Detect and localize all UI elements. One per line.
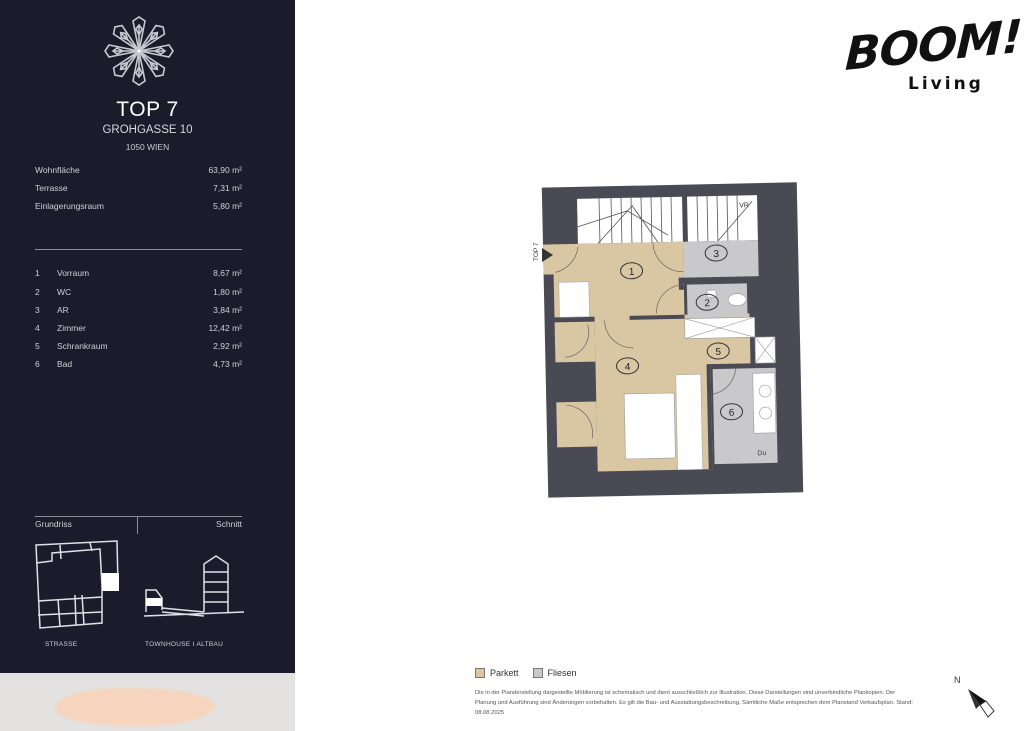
room-label: AR <box>57 305 69 315</box>
room-marker-2: 2 <box>704 298 710 309</box>
city: 1050 WIEN <box>125 142 170 152</box>
room-area: 3,84 m² <box>213 305 242 315</box>
room-area: 1,80 m² <box>213 287 242 297</box>
room-row: 2 WC 1,80 m² <box>35 287 242 301</box>
room-label: Vorraum <box>57 268 90 278</box>
site-plan-caption: STRASSE <box>45 641 78 648</box>
unit-title: TOP 7 <box>116 98 179 121</box>
room-marker-1: 1 <box>629 267 635 278</box>
boom-living-logo: BOOM! Living <box>840 9 1023 104</box>
room-row: 1 Vorraum 8,67 m² <box>35 268 242 282</box>
room-number: 6 <box>35 359 40 369</box>
legend-label: Parkett <box>490 668 519 678</box>
schnitt-heading: Schnitt <box>216 519 242 529</box>
section-caption: TOWNHOUSE I ALTBAU <box>145 641 224 648</box>
north-arrow: N <box>950 675 1000 725</box>
room-area: 2,92 m² <box>213 341 242 351</box>
area-value: 63,90 m² <box>208 165 242 175</box>
legend-item-parkett: Parkett <box>475 668 519 678</box>
room-area: 12,42 m² <box>208 323 242 333</box>
geometric-star-emblem-icon <box>104 16 174 86</box>
area-label: Wohnfläche <box>35 165 80 175</box>
room-marker-4: 4 <box>625 362 631 373</box>
area-row-terrasse: Terrasse 7,31 m² <box>35 183 242 197</box>
room-marker-5: 5 <box>715 347 721 358</box>
section-diagram <box>143 555 245 617</box>
room-number: 2 <box>35 287 40 297</box>
svg-text:VR: VR <box>739 202 749 209</box>
room-label: Zimmer <box>57 323 86 333</box>
room-number: 3 <box>35 305 40 315</box>
room-label: WC <box>57 287 72 297</box>
grundriss-heading: Grundriss <box>35 519 72 529</box>
site-plan-diagram <box>35 540 119 629</box>
floor-legend: Parkett Fliesen <box>475 668 577 678</box>
street-address: GROHGASSE 10 <box>102 124 193 136</box>
area-row-einlagerungsraum: Einlagerungsraum 5,80 m² <box>35 201 242 215</box>
room-number: 4 <box>35 323 40 333</box>
room-row: 6 Bad 4,73 m² <box>35 359 242 373</box>
floor-plan: VR <box>533 182 804 498</box>
north-label: N <box>954 675 961 685</box>
bed <box>623 392 676 460</box>
unit-info-panel: TOP 7 GROHGASSE 10 1050 WIEN Wohnfläche … <box>0 0 295 673</box>
room-label: Schrankraum <box>57 341 108 351</box>
area-value: 7,31 m² <box>213 183 242 193</box>
north-arrow-icon <box>968 689 995 718</box>
svg-text:Du: Du <box>757 450 766 457</box>
area-row-wohnflaeche: Wohnfläche 63,90 m² <box>35 165 242 179</box>
logo-sub: Living <box>908 74 984 94</box>
fliesen-swatch-icon <box>532 668 543 678</box>
redacted-blob <box>55 688 215 726</box>
legend-item-fliesen: Fliesen <box>532 668 577 678</box>
parkett-swatch-icon <box>475 668 485 678</box>
disclaimer-text: Die in der Planderstellung dargestellte … <box>475 690 913 716</box>
room-row: 4 Zimmer 12,42 m² <box>35 323 242 337</box>
area-value: 5,80 m² <box>213 201 242 211</box>
mini-plan-separator <box>137 516 138 534</box>
mini-plan-divider <box>35 516 242 517</box>
room-number: 5 <box>35 341 40 351</box>
legend-label: Fliesen <box>547 668 577 678</box>
logo-brand: BOOM! <box>844 9 1023 81</box>
room-marker-6: 6 <box>729 408 735 419</box>
room-row: 3 AR 3,84 m² <box>35 305 242 319</box>
room-area: 8,67 m² <box>213 268 242 278</box>
room-number: 1 <box>35 268 40 278</box>
entrance-arrow-icon <box>542 248 553 262</box>
section-divider <box>35 249 242 250</box>
area-label: Einlagerungsraum <box>35 201 104 211</box>
room-label: Bad <box>57 359 73 369</box>
unit-label: TOP 7 <box>533 242 540 261</box>
room-area: 4,73 m² <box>213 359 242 369</box>
room-marker-3: 3 <box>713 249 719 260</box>
area-label: Terrasse <box>35 183 68 193</box>
room-row: 5 Schrankraum 2,92 m² <box>35 341 242 355</box>
